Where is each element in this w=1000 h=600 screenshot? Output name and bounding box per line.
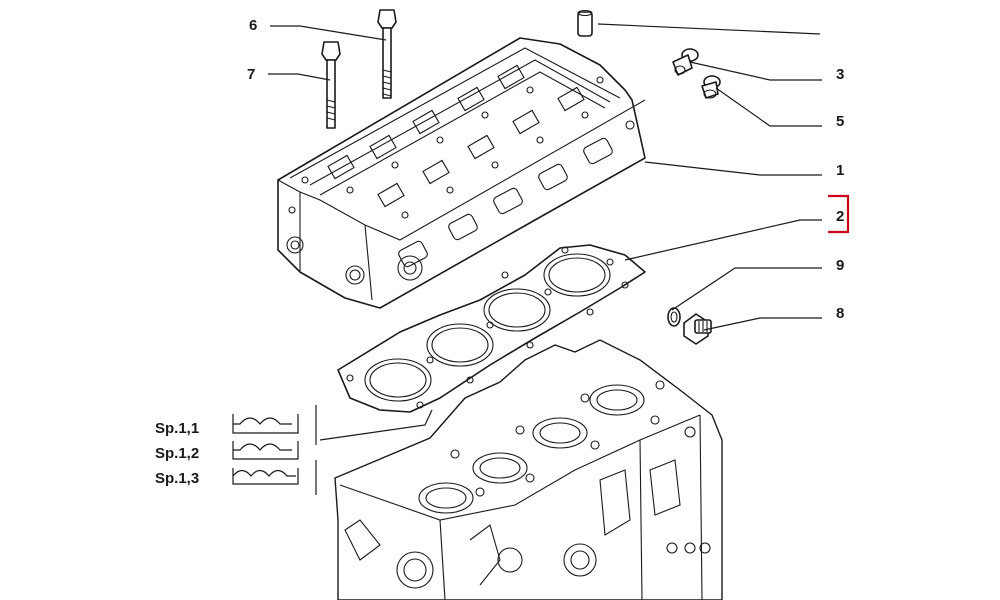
callout-5[interactable]: 5 — [836, 113, 844, 130]
profile-three-lobes-icon — [232, 468, 299, 485]
thickness-label-1: Sp.1,1 — [155, 420, 199, 437]
thickness-label-2: Sp.1,2 — [155, 445, 199, 462]
engine-block — [334, 339, 723, 600]
thickness-legend: Sp.1,1 Sp.1,2 Sp.1,3 — [155, 405, 317, 495]
callout-2[interactable]: 2 — [836, 208, 844, 225]
plug-3 — [672, 48, 699, 76]
callout-8[interactable]: 8 — [836, 305, 844, 322]
callout-3[interactable]: 3 — [836, 66, 844, 83]
callout-1[interactable]: 1 — [836, 162, 844, 179]
cylinder-head — [277, 37, 646, 309]
plug-5 — [701, 75, 721, 99]
head-bolt-short — [321, 41, 341, 129]
callout-9[interactable]: 9 — [836, 257, 844, 274]
head-side-ports — [398, 137, 613, 268]
callout-7[interactable]: 7 — [247, 66, 255, 83]
highlight-bracket — [828, 194, 850, 234]
dowel-pin — [577, 9, 593, 37]
head-top-ports — [327, 64, 585, 208]
washer-9 — [667, 307, 681, 327]
head-bolt-long — [377, 9, 397, 99]
profile-two-lobes-icon — [232, 414, 299, 434]
profile-two-lobes-flat-icon — [232, 441, 299, 460]
plug-8 — [683, 313, 712, 345]
thickness-label-3: Sp.1,3 — [155, 470, 199, 487]
callout-6[interactable]: 6 — [249, 17, 257, 34]
head-gasket — [337, 244, 646, 413]
head-bolt-holes — [301, 76, 604, 219]
gasket-holes — [346, 246, 629, 409]
leader-lines — [268, 23, 822, 441]
